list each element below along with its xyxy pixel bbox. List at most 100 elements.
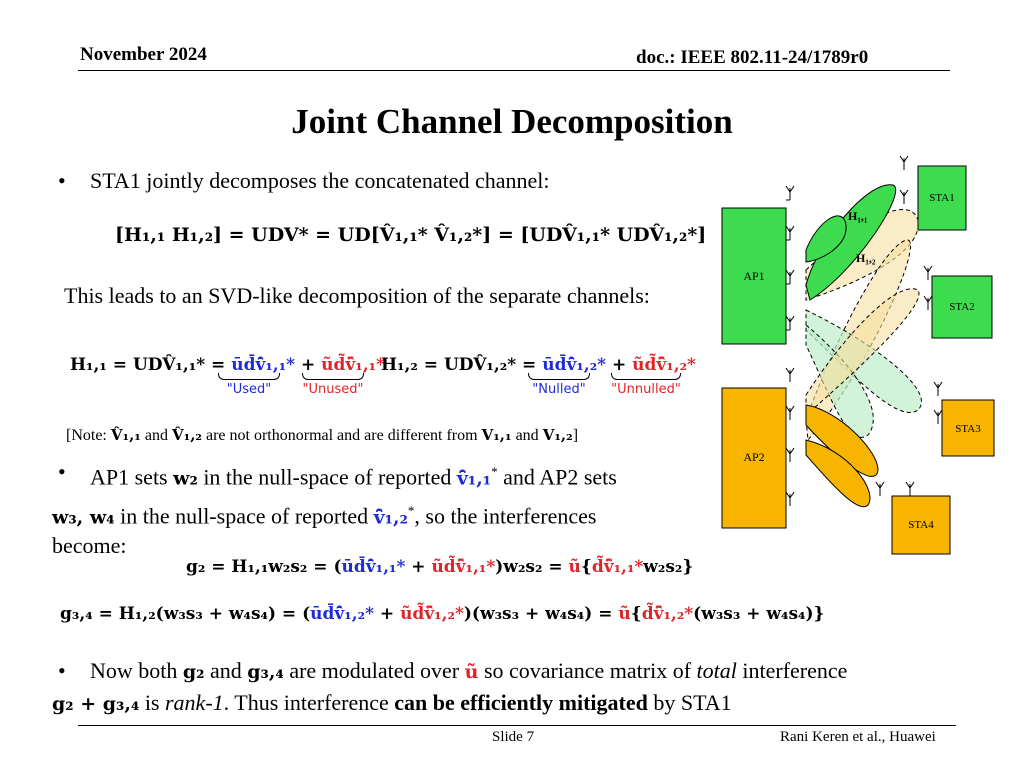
bullet-marker: • bbox=[58, 459, 66, 484]
eq-h11-used: ūd̄v̄̂₁,₁* bbox=[231, 355, 296, 375]
antenna-icon bbox=[785, 315, 795, 331]
math-g2: g₂ bbox=[182, 661, 205, 683]
sta4-label: STA4 bbox=[908, 519, 934, 531]
bullet-marker: • bbox=[58, 658, 66, 683]
bullet-2-line-2: w₃, w₄ in the null-space of reported v̄̂… bbox=[52, 496, 596, 532]
eq-g2-part: g₂ = H₁,₁w₂s₂ = ( bbox=[186, 557, 342, 577]
bullet-3-rank1: rank-1 bbox=[165, 690, 224, 715]
bullet-3-part: by STA1 bbox=[647, 690, 732, 715]
svd-intro-text: This leads to an SVD-like decomposition … bbox=[64, 283, 650, 308]
sta3-box bbox=[941, 399, 995, 457]
brace-label-unnulled: "Unnulled" bbox=[611, 382, 681, 397]
bullet-marker: • bbox=[58, 168, 66, 193]
antenna-icon bbox=[785, 491, 795, 507]
antenna-icon bbox=[785, 405, 795, 421]
sta2-label: STA2 bbox=[949, 301, 974, 313]
antenna-icon bbox=[875, 481, 885, 497]
brace-label-nulled: "Nulled" bbox=[532, 382, 586, 397]
bullet-2-line-1: AP1 sets w₂ in the null-space of reporte… bbox=[90, 457, 617, 493]
eq-g2-part: { bbox=[580, 557, 592, 577]
eq-h12-unnulled: ũd̃ṽ̂₁,₂* bbox=[632, 355, 696, 375]
bullet-2-part: AP1 sets bbox=[90, 464, 174, 490]
bullet-3-part: is bbox=[139, 690, 165, 715]
math-g34: g₃,₄ bbox=[247, 661, 284, 683]
sta4-box bbox=[891, 495, 951, 555]
antenna-icon bbox=[933, 381, 943, 397]
note-V12: V₁,₂ bbox=[542, 426, 573, 444]
note-part: ] bbox=[572, 427, 579, 444]
eq-h11-decomposition: H₁,₁ = UDV̂₁,₁* = ūd̄v̄̂₁,₁* + ũd̃ṽ̂₁,₁* bbox=[70, 355, 385, 375]
brace-unused: "Unused" bbox=[302, 373, 364, 397]
bullet-3-line-2: g₂ + g₃,₄ is rank-1. Thus interference c… bbox=[52, 688, 732, 719]
footer-author: Rani Keren et al., Huawei bbox=[780, 729, 936, 745]
bullet-3-part: are modulated over bbox=[283, 658, 465, 683]
math-v11-bar: v̄̂₁,₁ bbox=[456, 467, 492, 490]
bullet-3-total: total bbox=[696, 658, 737, 683]
header-rule bbox=[78, 70, 950, 71]
eq-g2-part: w₂s₂} bbox=[643, 557, 694, 577]
note-part: and bbox=[140, 427, 172, 444]
note-part: are not orthonormal and are different fr… bbox=[201, 427, 482, 444]
channel-diagram: AP1 AP2 STA1 STA2 STA3 STA4 H₁,₁ H₁,₂ bbox=[721, 155, 995, 555]
bullet-3-part: interference bbox=[736, 658, 848, 683]
eq-h12-left: H₁,₂ = UDV̂₁,₂* = bbox=[381, 355, 543, 375]
antenna-icon bbox=[785, 447, 795, 463]
note-v12: V̂₁,₂ bbox=[171, 426, 202, 444]
math-w3-w4: w₃, w₄ bbox=[52, 506, 115, 529]
footer-rule bbox=[78, 725, 956, 726]
beam-ap2-main bbox=[805, 404, 879, 477]
bullet-3-part: so covariance matrix of bbox=[478, 658, 697, 683]
eq-g2: g₂ = H₁,₁w₂s₂ = (ūd̄v̄̂₁,₁* + ũd̃ṽ̂₁,₁*)… bbox=[186, 557, 693, 577]
math-u-tilde: ũ bbox=[464, 661, 479, 683]
eq-g34-dv: d̃ṽ̂₁,₂* bbox=[641, 604, 694, 624]
beam-ap2-low bbox=[805, 439, 871, 508]
brace-used: "Used" bbox=[218, 373, 280, 397]
ap2-label: AP2 bbox=[743, 450, 764, 464]
note-v11: V̂₁,₁ bbox=[110, 426, 141, 444]
brace-label-unused: "Unused" bbox=[302, 382, 364, 397]
bullet-3-emphasis: can be efficiently mitigated bbox=[394, 690, 648, 715]
bullet-3-part: . Thus interference bbox=[223, 690, 395, 715]
beam-ap2-sta2 bbox=[805, 288, 920, 417]
eq-g34-part: )(w₃s₃ + w₄s₄) = bbox=[463, 604, 619, 624]
bullet-2-part: , so the interferences bbox=[414, 503, 597, 529]
eq-g2-unused: ũd̃ṽ̂₁,₁* bbox=[431, 557, 496, 577]
antenna-icon bbox=[785, 185, 795, 201]
eq-g34: g₃,₄ = H₁,₂(w₃s₃ + w₄s₄) = (ūd̄v̄̂₁,₂* +… bbox=[60, 604, 824, 624]
eq-g34-nulled: ūd̄v̄̂₁,₂* bbox=[310, 604, 374, 624]
eq-g34-part: { bbox=[630, 604, 642, 624]
antenna-icon bbox=[933, 409, 943, 425]
beam-ap1-small bbox=[805, 215, 847, 263]
math-star: * bbox=[407, 503, 415, 518]
bullet-1-text: STA1 jointly decomposes the concatenated… bbox=[90, 168, 550, 193]
note-part: and bbox=[511, 427, 543, 444]
eq-g34-part: g₃,₄ = H₁,₂(w₃s₃ + w₄s₄) = ( bbox=[60, 604, 311, 624]
eq-g2-used: ūd̄v̄̂₁,₁* bbox=[341, 557, 406, 577]
brace-unnulled: "Unnulled" bbox=[611, 373, 681, 397]
antenna-icon bbox=[905, 481, 915, 497]
antenna-icon bbox=[923, 295, 933, 311]
brace-label-used: "Used" bbox=[226, 382, 272, 397]
eq-plus: + bbox=[373, 604, 401, 624]
eq-g34-part: (w₃s₃ + w₄s₄)} bbox=[693, 604, 825, 624]
math-g-sum: g₂ + g₃,₄ bbox=[52, 693, 140, 715]
bullet-2-line-3: become: bbox=[52, 533, 127, 558]
note-V11: V₁,₁ bbox=[481, 426, 512, 444]
eq-g34-u-tilde: ũ bbox=[618, 604, 631, 624]
antenna-icon bbox=[899, 155, 909, 171]
antenna-icon bbox=[785, 225, 795, 241]
header-date: November 2024 bbox=[80, 44, 207, 65]
eq-g2-dv: d̃ṽ̂₁,₁* bbox=[591, 557, 644, 577]
antenna-icon bbox=[785, 367, 795, 383]
eq-g2-part: )w₂s₂ = bbox=[495, 557, 569, 577]
eq-g2-u-tilde: ũ bbox=[568, 557, 581, 577]
brace-unnulled-line bbox=[611, 373, 681, 380]
math-star: * bbox=[491, 464, 498, 479]
antenna-icon bbox=[923, 265, 933, 281]
eq-plus: + bbox=[606, 355, 633, 375]
note-part: [Note: bbox=[66, 427, 111, 444]
footer-slide-number: Slide 7 bbox=[492, 729, 535, 745]
label-h11: H₁,₁ bbox=[848, 209, 868, 223]
ap1-box bbox=[721, 207, 787, 345]
bullet-3-part: Now both bbox=[90, 658, 183, 683]
